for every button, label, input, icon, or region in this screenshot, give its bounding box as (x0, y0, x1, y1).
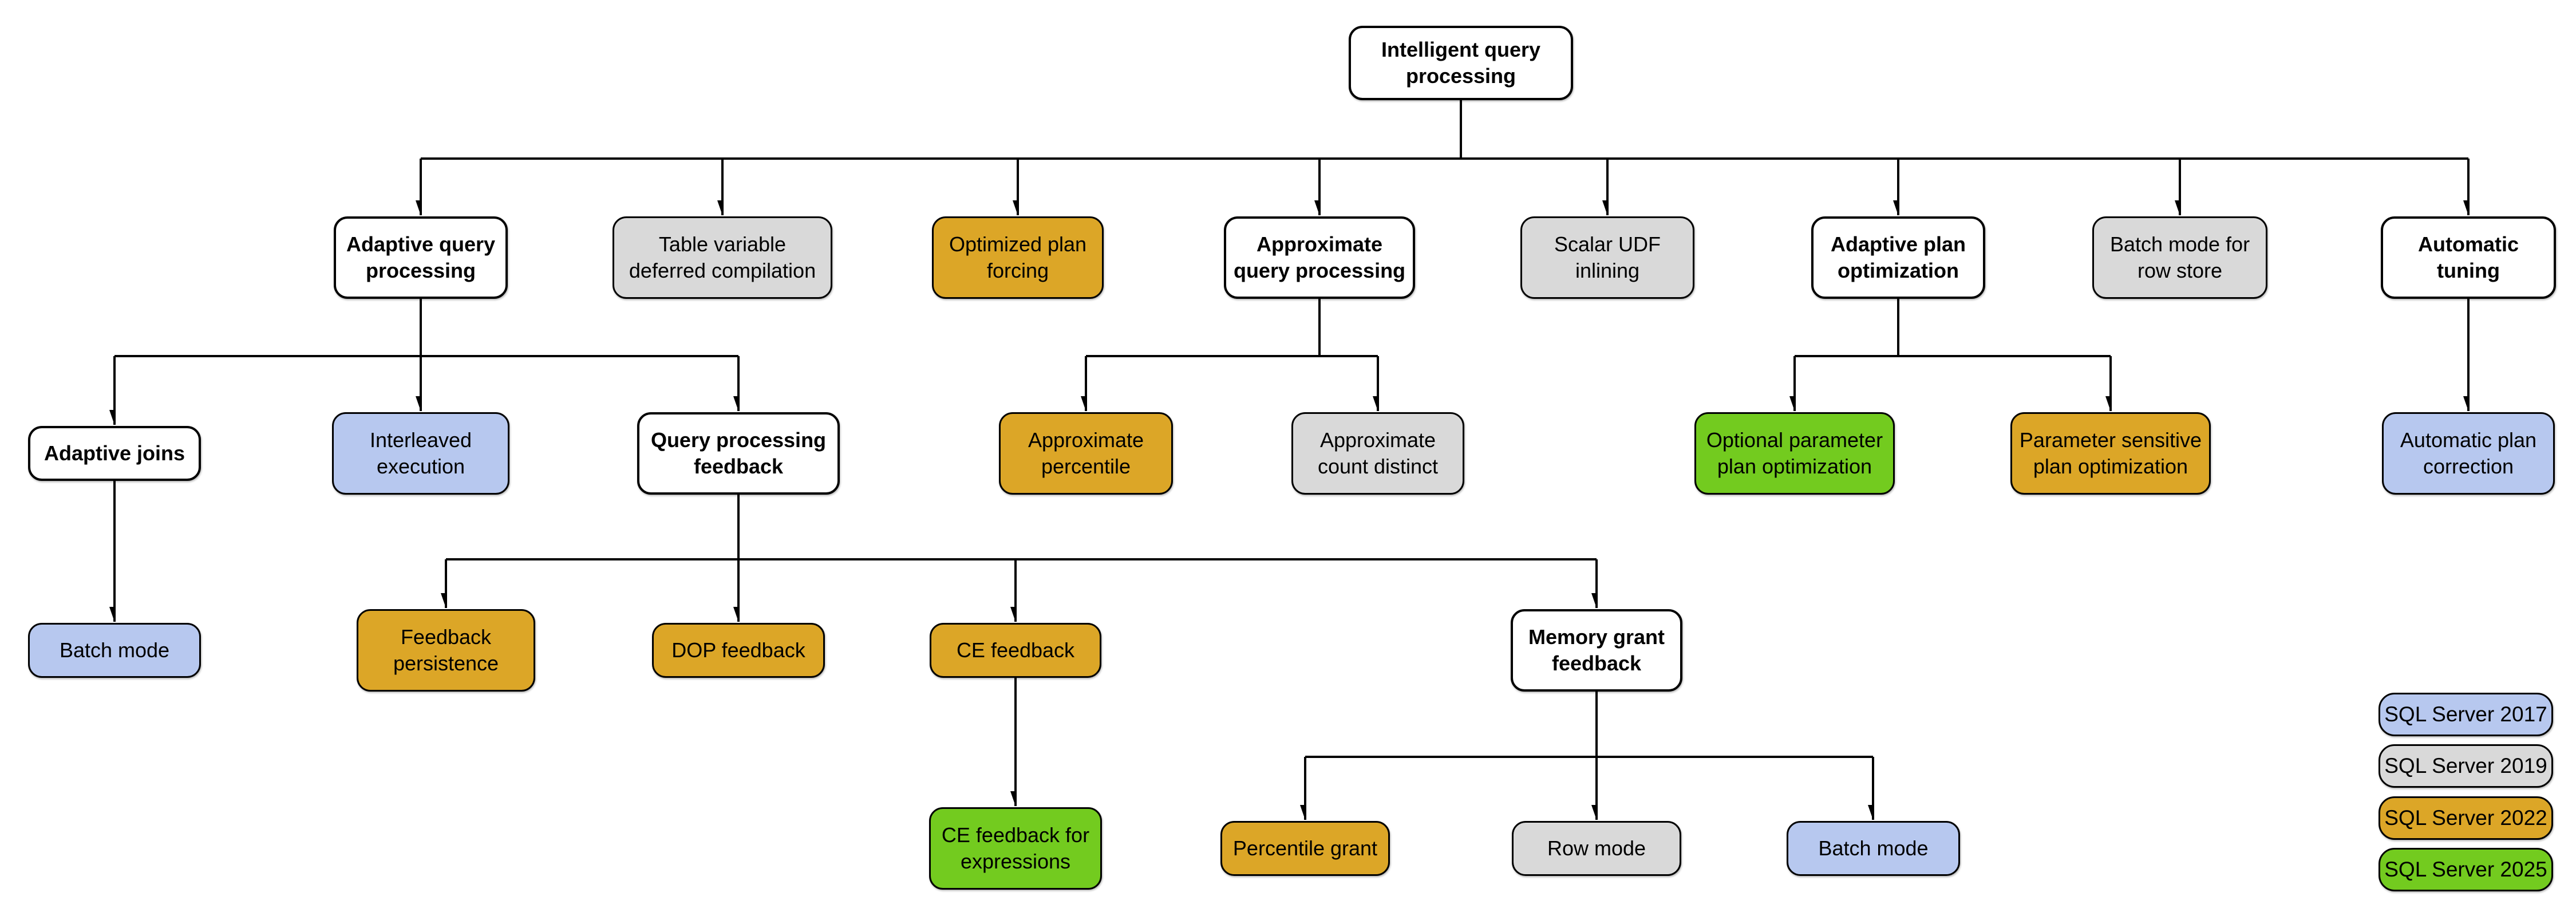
node-approximate-count-distinct: Approximate count distinct (1291, 412, 1464, 495)
node-table-variable-deferred-compilation: Table variable deferred compilation (613, 216, 832, 299)
node-interleaved-execution: Interleaved execution (332, 412, 509, 495)
node-batch-mode-adaptive-joins: Batch mode (28, 623, 201, 678)
node-adaptive-joins: Adaptive joins (28, 426, 201, 481)
node-optimized-plan-forcing: Optimized plan forcing (932, 216, 1104, 299)
node-approximate-percentile: Approximate percentile (999, 412, 1173, 495)
legend-item-sql-server-2019: SQL Server 2019 (2379, 744, 2553, 788)
node-ce-feedback-for-expressions: CE feedback for expressions (929, 807, 1102, 890)
node-adaptive-plan-optimization: Adaptive plan optimization (1811, 216, 1985, 299)
node-ce-feedback: CE feedback (930, 623, 1101, 678)
legend-item-sql-server-2025: SQL Server 2025 (2379, 848, 2553, 891)
node-optional-parameter-plan-optimization: Optional parameter plan optimization (1694, 412, 1895, 495)
node-percentile-grant: Percentile grant (1220, 821, 1390, 876)
node-intelligent-query-processing: Intelligent query processing (1349, 26, 1573, 100)
node-dop-feedback: DOP feedback (652, 623, 825, 678)
node-feedback-persistence: Feedback persistence (357, 609, 535, 692)
node-row-mode: Row mode (1512, 821, 1681, 876)
node-batch-mode-for-row-store: Batch mode for row store (2092, 216, 2267, 299)
node-memory-grant-feedback: Memory grant feedback (1511, 609, 1682, 692)
legend-item-sql-server-2017: SQL Server 2017 (2379, 693, 2553, 736)
node-approximate-query-processing: Approximate query processing (1224, 216, 1415, 299)
node-automatic-tuning: Automatic tuning (2381, 216, 2556, 299)
node-parameter-sensitive-plan-optimization: Parameter sensitive plan optimization (2010, 412, 2211, 495)
node-scalar-udf-inlining: Scalar UDF inlining (1520, 216, 1694, 299)
node-query-processing-feedback: Query processing feedback (637, 412, 840, 495)
node-automatic-plan-correction: Automatic plan correction (2382, 412, 2555, 495)
node-adaptive-query-processing: Adaptive query processing (334, 216, 508, 299)
node-batch-mode-memory-grant: Batch mode (1787, 821, 1960, 876)
legend-item-sql-server-2022: SQL Server 2022 (2379, 796, 2553, 840)
